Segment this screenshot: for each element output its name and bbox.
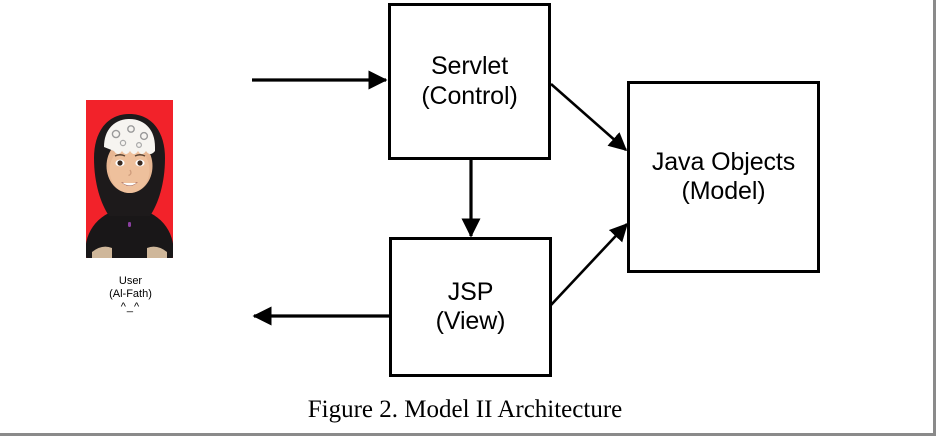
edge-servlet-to-model (550, 83, 628, 151)
node-servlet[interactable]: Servlet (Control) (388, 3, 551, 160)
node-java-objects-subtitle: (Model) (681, 177, 766, 205)
user-photo (86, 100, 173, 258)
figure-caption: Figure 2. Model II Architecture (307, 396, 623, 423)
node-servlet-subtitle: (Control) (421, 81, 518, 110)
edge-jsp-to-model (550, 222, 628, 306)
user-caption-emoticon: ^_^ (120, 300, 141, 313)
user-caption: User (Al-Fath) ^_^ (78, 275, 183, 314)
user-caption-line-2: (Al-Fath) (109, 287, 152, 300)
node-servlet-title: Servlet (430, 52, 509, 80)
user-caption-line-1: User (118, 275, 143, 287)
node-jsp-subtitle: (View) (435, 307, 506, 335)
node-jsp[interactable]: JSP (View) (389, 237, 552, 377)
user-photo-image (86, 100, 173, 258)
node-java-objects[interactable]: Java Objects (Model) (627, 81, 820, 273)
node-java-objects-title: Java Objects (651, 147, 796, 176)
node-jsp-title: JSP (447, 277, 494, 306)
